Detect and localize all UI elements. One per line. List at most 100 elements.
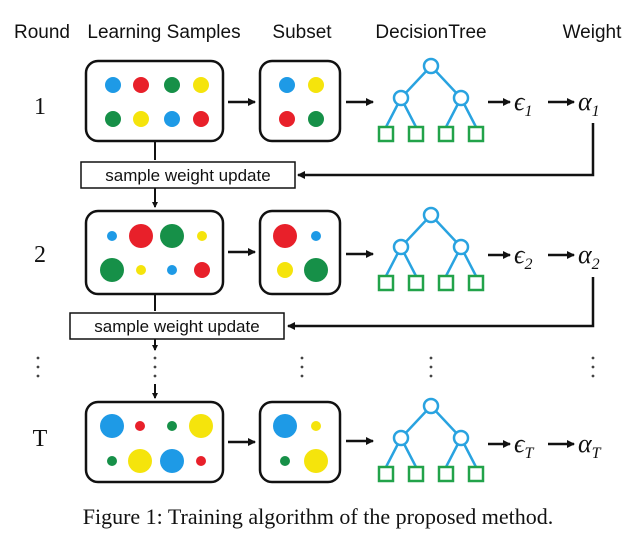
header-learning-samples: Learning Samples — [87, 22, 240, 43]
round-label-T: T — [33, 426, 48, 452]
tree-leaf — [407, 465, 425, 483]
tree-node — [452, 238, 470, 256]
learning-samples-box-T — [84, 400, 225, 484]
vertical-ellipses — [36, 356, 595, 378]
subset-dot-1-2 — [308, 77, 324, 93]
header-round: Round — [14, 22, 70, 43]
sample-dot-T-4 — [189, 414, 213, 438]
round-label-1: 1 — [34, 94, 46, 120]
subset-dot-2-3 — [277, 262, 293, 278]
ellipsis-dot — [300, 356, 304, 360]
sample-dot-T-3 — [167, 421, 177, 431]
subset-dot-2-1 — [273, 224, 297, 248]
tree-leaf — [467, 125, 485, 143]
ellipsis-dot — [591, 356, 595, 360]
tree-node — [422, 57, 440, 75]
ellipsis-dot — [591, 374, 595, 378]
tree-node — [392, 429, 410, 447]
decision-tree-T — [377, 397, 485, 483]
figure-caption: Figure 1: Training algorithm of the prop… — [83, 504, 554, 529]
sample-dot-2-8 — [194, 262, 210, 278]
subset-dot-T-2 — [311, 421, 321, 431]
subset-dot-1-3 — [279, 111, 295, 127]
update-box-2 — [69, 312, 285, 340]
alpha-label-1: α1 — [578, 87, 600, 120]
feedback-arrow-1 — [297, 123, 595, 179]
sample-dot-2-1 — [107, 231, 117, 241]
tree-leaf — [467, 465, 485, 483]
ellipsis-dot — [153, 356, 157, 360]
ellipsis-dot — [153, 374, 157, 378]
tree-node — [422, 206, 440, 224]
epsilon-label-2: ϵ2 — [514, 240, 532, 273]
sample-dot-2-7 — [167, 265, 177, 275]
tree-leaf — [437, 125, 455, 143]
subset-dot-T-1 — [273, 414, 297, 438]
sample-dot-2-6 — [136, 265, 146, 275]
tree-leaf — [377, 465, 395, 483]
ellipsis-dot — [429, 365, 433, 369]
subset-dot-2-2 — [311, 231, 321, 241]
update-box-1 — [80, 161, 296, 189]
tree-leaf — [377, 274, 395, 292]
subset-dot-2-4 — [304, 258, 328, 282]
sample-dot-1-3 — [164, 77, 180, 93]
subset-dot-1-1 — [279, 77, 295, 93]
alpha-label-2: α2 — [578, 240, 600, 273]
tree-node — [452, 429, 470, 447]
ellipsis-dot — [36, 365, 40, 369]
sample-dot-1-7 — [164, 111, 180, 127]
sample-dot-2-5 — [100, 258, 124, 282]
header-subset: Subset — [272, 22, 332, 43]
tree-leaf — [407, 274, 425, 292]
sample-dot-1-1 — [105, 77, 121, 93]
learning-samples-box-2 — [84, 209, 225, 296]
ellipsis-dot — [591, 365, 595, 369]
subset-box-T — [258, 400, 342, 484]
sample-dot-1-6 — [133, 111, 149, 127]
tree-node — [392, 238, 410, 256]
tree-leaf — [437, 274, 455, 292]
sample-dot-2-3 — [160, 224, 184, 248]
round-label-2: 2 — [34, 242, 46, 268]
sample-dot-T-6 — [128, 449, 152, 473]
sample-dot-1-8 — [193, 111, 209, 127]
tree-node — [452, 89, 470, 107]
subset-box-2 — [258, 209, 342, 296]
update-label-1: sample weight update — [105, 166, 270, 185]
sample-dot-T-5 — [107, 456, 117, 466]
epsilon-label-T: ϵT — [514, 429, 534, 462]
sample-dot-2-2 — [129, 224, 153, 248]
tree-node — [422, 397, 440, 415]
tree-node — [392, 89, 410, 107]
ellipsis-dot — [300, 365, 304, 369]
sample-dot-T-2 — [135, 421, 145, 431]
sample-dot-T-8 — [196, 456, 206, 466]
ellipsis-dot — [153, 365, 157, 369]
tree-leaf — [407, 125, 425, 143]
ellipsis-dot — [429, 356, 433, 360]
header-decision-tree: DecisionTree — [375, 22, 486, 43]
epsilon-label-1: ϵ1 — [514, 87, 532, 120]
sample-dot-1-2 — [133, 77, 149, 93]
decision-tree-2 — [377, 206, 485, 292]
subset-dot-1-4 — [308, 111, 324, 127]
learning-samples-box-1 — [84, 59, 225, 143]
decision-tree-1 — [377, 57, 485, 143]
sample-dot-1-4 — [193, 77, 209, 93]
sample-dot-2-4 — [197, 231, 207, 241]
sample-dot-1-5 — [105, 111, 121, 127]
ellipsis-dot — [300, 374, 304, 378]
header-weight: Weight — [563, 22, 623, 43]
subset-box-1 — [258, 59, 342, 143]
ellipsis-dot — [36, 374, 40, 378]
update-label-2: sample weight update — [94, 317, 259, 336]
tree-leaf — [377, 125, 395, 143]
sample-dot-T-7 — [160, 449, 184, 473]
subset-dot-T-3 — [280, 456, 290, 466]
subset-dot-T-4 — [304, 449, 328, 473]
ellipsis-dot — [429, 374, 433, 378]
tree-leaf — [437, 465, 455, 483]
ellipsis-dot — [36, 356, 40, 360]
